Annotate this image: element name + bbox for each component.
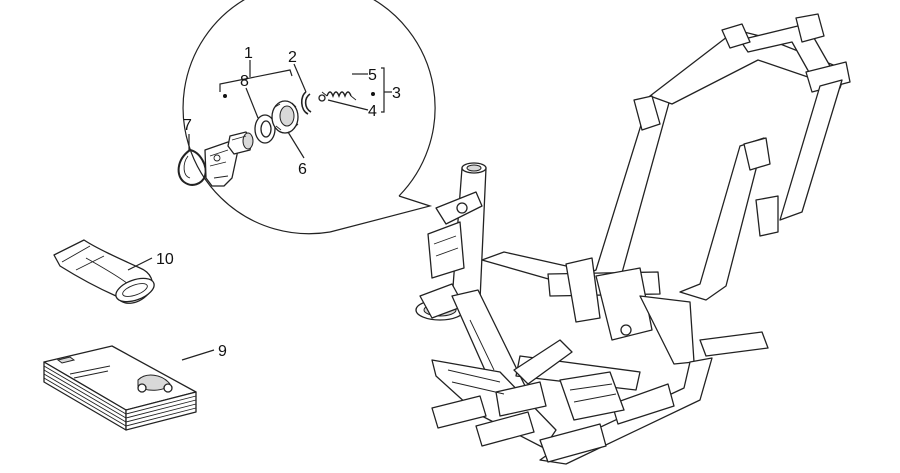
callout-1: 1 <box>244 45 253 62</box>
part-7-wire-clip <box>177 149 207 186</box>
detail-callout-circle <box>182 0 436 235</box>
callout-5: 5 <box>368 67 377 84</box>
callout-8: 8 <box>240 73 249 90</box>
part-5-spring <box>321 91 357 101</box>
part-8-washer <box>254 114 276 144</box>
callout-leaders <box>188 60 392 159</box>
part-lock-cylinder <box>227 131 254 155</box>
callout-3: 3 <box>392 85 401 102</box>
callout-numbers: 1 2 3 4 5 6 7 8 9 10 <box>156 45 401 360</box>
part-4-ball <box>318 94 326 102</box>
part-6-ratchet-sleeve <box>271 100 299 134</box>
part-10-tool-pouch <box>53 239 155 304</box>
callout-2: 2 <box>288 49 297 66</box>
scooter-frame <box>415 13 851 465</box>
callout-10: 10 <box>156 251 174 268</box>
callout-6: 6 <box>298 161 307 178</box>
callout-7: 7 <box>183 117 192 134</box>
callout-4: 4 <box>368 103 377 120</box>
part-2-circlip <box>300 91 312 115</box>
callout-9: 9 <box>218 343 227 360</box>
part-9-manual-booklet <box>43 345 215 431</box>
